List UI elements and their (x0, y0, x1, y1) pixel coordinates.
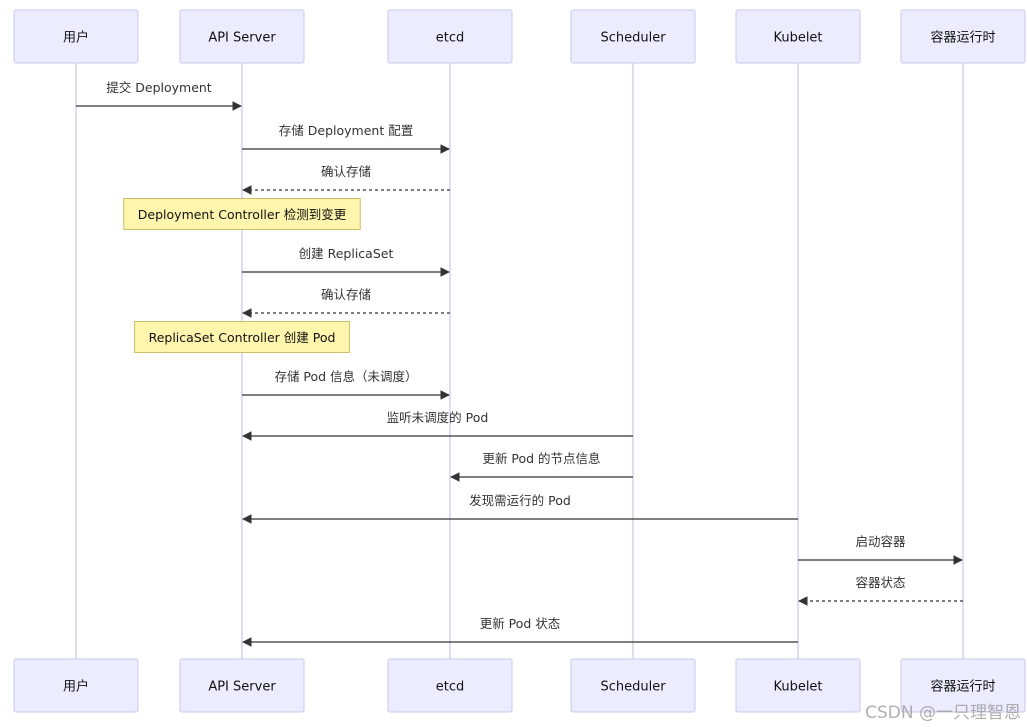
actor-label: etcd (436, 31, 465, 46)
actor-box (735, 658, 861, 713)
message-label: 存储 Deployment 配置 (279, 123, 413, 138)
actor-box (387, 658, 513, 713)
message-9: 监听未调度的 Pod (242, 410, 633, 441)
actor-user-top: 用户 (13, 9, 139, 64)
message-label: 确认存储 (321, 164, 371, 179)
actor-label: 用户 (63, 30, 89, 46)
message-label: 发现需运行的 Pod (469, 493, 571, 508)
message-label: 监听未调度的 Pod (387, 410, 489, 425)
message-2: 存储 Deployment 配置 (242, 123, 450, 154)
actor-box (570, 658, 696, 713)
message-6: 确认存储 (242, 287, 450, 318)
actor-box (179, 658, 305, 713)
note-box (123, 198, 361, 230)
actor-label: Scheduler (600, 680, 666, 695)
message-1: 提交 Deployment (76, 80, 242, 111)
actor-kubelet-bottom: Kubelet (735, 658, 861, 713)
actor-box (900, 9, 1026, 64)
message-label: 创建 ReplicaSet (299, 246, 394, 261)
actor-etcd-top: etcd (387, 9, 513, 64)
actor-runtime-bottom: 容器运行时 (900, 658, 1026, 713)
actor-label: API Server (208, 31, 276, 46)
actor-runtime-top: 容器运行时 (900, 9, 1026, 64)
actors-bottom: 用户 API Server etcd Scheduler Kubelet 容器运行时 (13, 658, 1026, 713)
actor-box (735, 9, 861, 64)
actor-label: Scheduler (600, 31, 666, 46)
message-label: 提交 Deployment (106, 80, 212, 95)
actor-label: API Server (208, 680, 276, 695)
actor-etcd-bottom: etcd (387, 658, 513, 713)
message-3: 确认存储 (242, 164, 450, 195)
actor-box (387, 9, 513, 64)
message-label: 容器状态 (855, 575, 905, 590)
message-10: 更新 Pod 的节点信息 (450, 451, 633, 482)
message-label: 更新 Pod 的节点信息 (482, 451, 600, 466)
note-4: Deployment Controller 检测到变更 (123, 198, 361, 230)
message-label: 更新 Pod 状态 (480, 616, 561, 631)
actor-label: Kubelet (773, 31, 822, 46)
watermark: CSDN @一只理智恩 (865, 703, 1021, 723)
note-label: ReplicaSet Controller 创建 Pod (149, 330, 336, 345)
actor-label: 容器运行时 (930, 30, 995, 46)
message-14: 更新 Pod 状态 (242, 616, 798, 647)
actor-user-bottom: 用户 (13, 658, 139, 713)
message-label: 存储 Pod 信息（未调度） (274, 369, 417, 384)
actor-label: 用户 (63, 679, 89, 695)
actor-scheduler-bottom: Scheduler (570, 658, 696, 713)
note-7: ReplicaSet Controller 创建 Pod (134, 321, 350, 353)
actor-box (900, 658, 1026, 713)
actor-label: Kubelet (773, 680, 822, 695)
actor-scheduler-top: Scheduler (570, 9, 696, 64)
actor-box (13, 658, 139, 713)
actor-label: etcd (436, 680, 465, 695)
message-label: 确认存储 (321, 287, 371, 302)
actor-box (13, 9, 139, 64)
note-label: Deployment Controller 检测到变更 (138, 207, 347, 222)
actor-label: 容器运行时 (930, 679, 995, 695)
actor-api-top: API Server (179, 9, 305, 64)
message-13: 容器状态 (798, 575, 963, 606)
message-5: 创建 ReplicaSet (242, 246, 450, 277)
message-8: 存储 Pod 信息（未调度） (242, 369, 450, 400)
actors-top: 用户 API Server etcd Scheduler Kubelet 容器运行时 (13, 9, 1026, 64)
lifelines (75, 63, 964, 659)
actor-api-bottom: API Server (179, 658, 305, 713)
actor-kubelet-top: Kubelet (735, 9, 861, 64)
note-box (134, 321, 350, 353)
actor-box (179, 9, 305, 64)
actor-box (570, 9, 696, 64)
message-11: 发现需运行的 Pod (242, 493, 798, 524)
message-label: 启动容器 (855, 534, 906, 549)
message-12: 启动容器 (798, 534, 963, 565)
